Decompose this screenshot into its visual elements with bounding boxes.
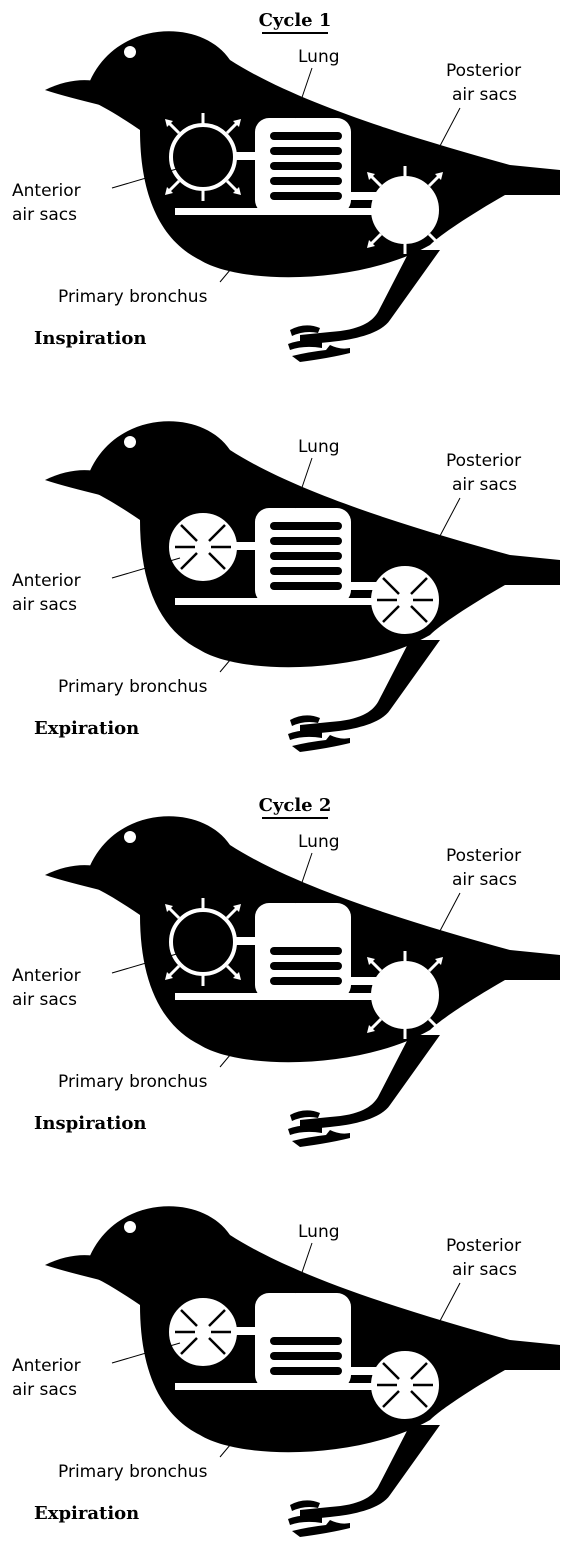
- lung-parabronchus: [270, 1307, 342, 1315]
- lung-parabronchus: [270, 1337, 342, 1345]
- anterior-label-line2: air sacs: [12, 990, 77, 1010]
- lung-parabronchus: [270, 1352, 342, 1360]
- lung-parabronchus: [270, 192, 342, 200]
- lung-parabronchus: [270, 177, 342, 185]
- bronchus-label: Primary bronchus: [58, 1462, 208, 1482]
- anterior-label-line1: Anterior: [12, 571, 81, 591]
- lung-parabronchus: [270, 132, 342, 140]
- lung-parabronchus: [270, 1322, 342, 1330]
- posterior-air-sac: [373, 963, 437, 1027]
- anterior-label-line1: Anterior: [12, 181, 81, 201]
- lung-label: Lung: [298, 832, 340, 852]
- lung-parabronchus: [270, 1367, 342, 1375]
- lung: [255, 118, 351, 214]
- bronchus-label: Primary bronchus: [58, 287, 208, 307]
- lung-parabronchus: [270, 162, 342, 170]
- phase-label: Expiration: [34, 718, 139, 739]
- lung-label: Lung: [298, 47, 340, 67]
- posterior-air-sac: [373, 178, 437, 242]
- lung-parabronchus: [270, 947, 342, 955]
- posterior-label-line1: Posterior: [446, 451, 521, 471]
- lung: [255, 1293, 351, 1389]
- bronchus-label: Primary bronchus: [58, 1072, 208, 1092]
- posterior-label-line2: air sacs: [452, 475, 517, 495]
- phase-label: Inspiration: [34, 1113, 146, 1134]
- lung-parabronchus: [270, 522, 342, 530]
- cycle-heading: Cycle 1: [259, 10, 332, 31]
- bird-eye: [124, 46, 136, 58]
- cycle-heading: Cycle 2: [259, 795, 332, 816]
- lung: [255, 903, 351, 999]
- lung: [255, 508, 351, 604]
- phase-label: Expiration: [34, 1503, 139, 1524]
- lung-parabronchus: [270, 932, 342, 940]
- posterior-label-line1: Posterior: [446, 1236, 521, 1256]
- lung-label: Lung: [298, 1222, 340, 1242]
- posterior-label-line2: air sacs: [452, 870, 517, 890]
- anterior-label-line2: air sacs: [12, 1380, 77, 1400]
- bird-eye: [124, 831, 136, 843]
- anterior-label-line1: Anterior: [12, 1356, 81, 1376]
- anterior-air-sac: [171, 125, 235, 189]
- posterior-label-line2: air sacs: [452, 1260, 517, 1280]
- lung-parabronchus: [270, 977, 342, 985]
- phase-label: Inspiration: [34, 328, 146, 349]
- lung-parabronchus: [270, 962, 342, 970]
- lung-parabronchus: [270, 147, 342, 155]
- lung-parabronchus: [270, 552, 342, 560]
- posterior-label-line1: Posterior: [446, 61, 521, 81]
- lung-parabronchus: [270, 582, 342, 590]
- bronchus-label: Primary bronchus: [58, 677, 208, 697]
- bird-eye: [124, 1221, 136, 1233]
- posterior-label-line2: air sacs: [452, 85, 517, 105]
- anterior-label-line1: Anterior: [12, 966, 81, 986]
- anterior-label-line2: air sacs: [12, 595, 77, 615]
- lung-parabronchus: [270, 917, 342, 925]
- bird-eye: [124, 436, 136, 448]
- posterior-label-line1: Posterior: [446, 846, 521, 866]
- anterior-label-line2: air sacs: [12, 205, 77, 225]
- anterior-air-sac: [171, 910, 235, 974]
- lung-parabronchus: [270, 567, 342, 575]
- lung-parabronchus: [270, 537, 342, 545]
- lung-label: Lung: [298, 437, 340, 457]
